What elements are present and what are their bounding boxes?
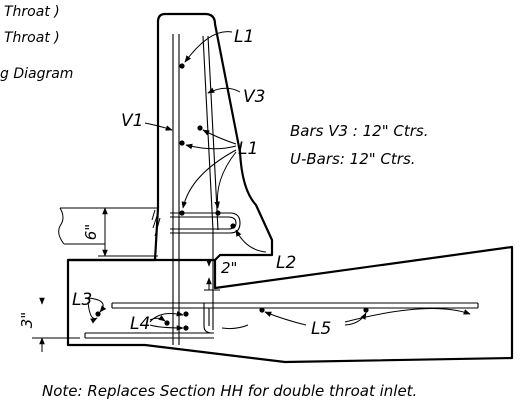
label-l5: L5 — [311, 319, 331, 339]
gutter-line — [68, 207, 160, 262]
rebar-v1 — [172, 34, 180, 345]
note-u-bars: U-Bars: 12" Ctrs. — [290, 150, 416, 168]
curb-outline — [66, 12, 514, 364]
note-diagram: g Diagram — [0, 66, 73, 82]
footer-note: Note: Replaces Section HH for double thr… — [42, 382, 417, 400]
dimension-2in — [204, 259, 220, 291]
rebar-bottom-slab — [84, 332, 214, 339]
label-l3: L3 — [72, 290, 92, 310]
dim-text-6in: 6" — [82, 224, 100, 240]
u-bar-inner — [170, 216, 237, 230]
leaders — [87, 31, 471, 331]
label-v3: V3 — [243, 87, 265, 107]
label-l1-mid: L1 — [238, 139, 258, 159]
rebar-v3 — [202, 35, 219, 330]
note-throat-1: Throat ) — [4, 4, 60, 20]
label-l4: L4 — [130, 314, 150, 334]
longitudinal-bars — [95, 63, 369, 331]
joint-hatch — [151, 209, 161, 237]
dim-text-3in: 3" — [18, 312, 36, 328]
label-l1-top: L1 — [234, 27, 254, 47]
dimension-6in — [98, 207, 158, 257]
adjacent-slab — [58, 207, 158, 245]
dim-text-2in: 2" — [221, 259, 237, 277]
rebar-hook — [203, 303, 213, 334]
note-bars-v3: Bars V3 : 12" Ctrs. — [290, 122, 429, 140]
rebar-top-slab — [111, 302, 479, 309]
dimension-3in — [32, 297, 80, 352]
u-bar — [170, 212, 241, 234]
curb-stem-left — [156, 12, 166, 208]
label-l2: L2 — [276, 253, 296, 273]
note-throat-2: Throat ) — [4, 30, 60, 46]
label-v1: V1 — [121, 111, 143, 131]
